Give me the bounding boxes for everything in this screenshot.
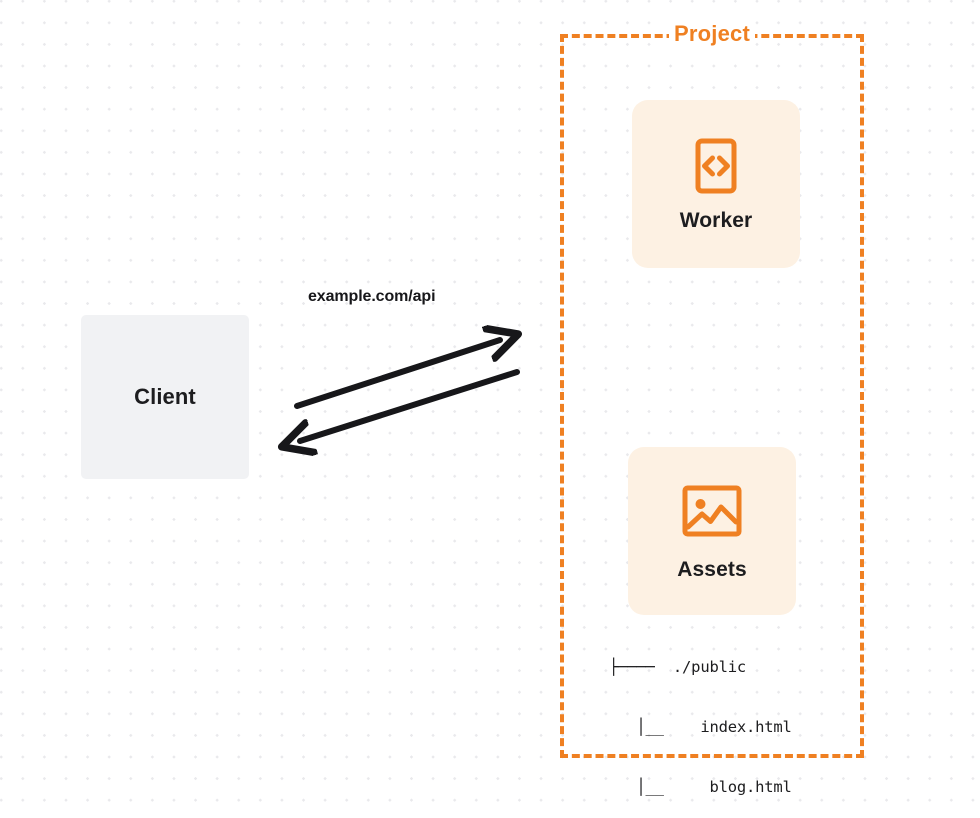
tree-line-root: ├──── ./public — [609, 658, 746, 676]
code-brackets-icon — [685, 135, 747, 197]
tree-line-blog: │__ blog.html — [609, 778, 792, 796]
assets-card[interactable]: Assets — [628, 447, 796, 615]
worker-label: Worker — [679, 209, 753, 232]
client-node[interactable]: Client — [81, 315, 249, 479]
assets-label: Assets — [677, 558, 747, 581]
request-arrow — [294, 340, 500, 409]
worker-card[interactable]: Worker — [632, 100, 800, 268]
response-arrow — [300, 369, 520, 441]
tree-line-index: │__ index.html — [609, 718, 792, 736]
image-icon — [681, 480, 743, 542]
client-label: Client — [134, 384, 196, 409]
connection-label: example.com/api — [308, 288, 436, 305]
asset-file-tree: ├──── ./public │__ index.html │__ blog.h… — [609, 617, 792, 818]
